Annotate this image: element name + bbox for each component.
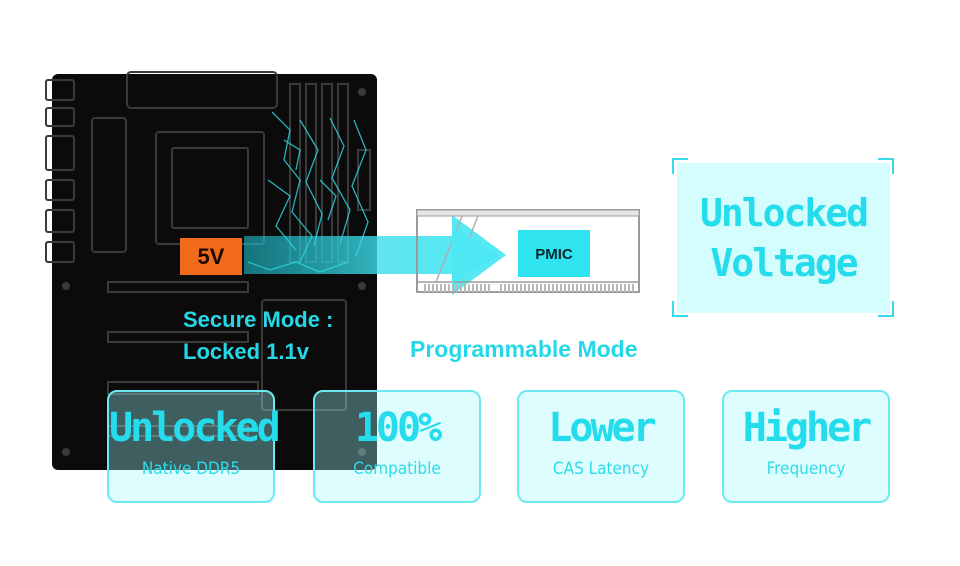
ram-pin xyxy=(628,284,630,292)
programmable-mode-label: Programmable Mode xyxy=(410,336,638,362)
ram-pin xyxy=(544,284,546,292)
ram-pin xyxy=(516,284,518,292)
feature-title: Higher xyxy=(742,405,873,451)
ram-pin xyxy=(504,284,506,292)
feature-title: Lower xyxy=(548,405,656,451)
ram-pin xyxy=(444,284,446,292)
ram-pin xyxy=(448,284,450,292)
ram-pin xyxy=(476,284,478,292)
ram-pin xyxy=(524,284,526,292)
feature-title: 100% xyxy=(354,405,442,451)
feature-subtitle: Compatible xyxy=(353,459,441,479)
ram-pin xyxy=(632,284,634,292)
frame-corner-top-left xyxy=(672,158,688,174)
frame-corner-top-right xyxy=(878,158,894,174)
feature-subtitle: CAS Latency xyxy=(552,459,650,479)
feature-cards: Unlocked Native DDR5 100% Compatible Low… xyxy=(107,390,894,505)
feature-card-higher-frequency: Higher Frequency xyxy=(722,390,890,503)
ram-pin xyxy=(572,284,574,292)
unlocked-voltage-line-2: Voltage xyxy=(710,241,858,285)
ram-pin xyxy=(428,284,430,292)
ram-pin xyxy=(612,284,614,292)
secure-mode-label: Secure Mode : Locked 1.1v xyxy=(183,304,333,368)
ram-pin xyxy=(508,284,510,292)
ram-pin xyxy=(592,284,594,292)
unlocked-voltage-box: Unlocked Voltage xyxy=(677,163,890,313)
ram-pin xyxy=(568,284,570,292)
secure-mode-line-1: Secure Mode : xyxy=(183,307,334,332)
unlocked-voltage-line-1: Unlocked xyxy=(699,191,869,235)
ram-pin xyxy=(608,284,610,292)
ram-pin xyxy=(564,284,566,292)
ram-pin xyxy=(624,284,626,292)
secure-mode-line-2: Locked 1.1v xyxy=(183,339,309,364)
ram-pin xyxy=(576,284,578,292)
ram-pin xyxy=(548,284,550,292)
ram-pin xyxy=(484,284,486,292)
frame-corner-bottom-right xyxy=(878,301,894,317)
ram-pin xyxy=(512,284,514,292)
ram-pin xyxy=(452,284,454,292)
pmic-label: PMIC xyxy=(535,246,573,263)
ram-pin xyxy=(528,284,530,292)
feature-title: Unlocked xyxy=(109,405,281,451)
ram-pin xyxy=(468,284,470,292)
feature-card-compatible: 100% Compatible xyxy=(313,390,481,503)
feature-subtitle: Frequency xyxy=(766,459,846,479)
ram-pin xyxy=(432,284,434,292)
ram-pin xyxy=(480,284,482,292)
feature-subtitle: Native DDR5 xyxy=(141,459,241,479)
ram-pins xyxy=(424,284,634,292)
ram-pin xyxy=(532,284,534,292)
ram-pin xyxy=(440,284,442,292)
ram-pin xyxy=(588,284,590,292)
ram-pin xyxy=(556,284,558,292)
feature-card-unlocked: Unlocked Native DDR5 xyxy=(107,390,281,503)
ram-pin xyxy=(620,284,622,292)
ram-pin xyxy=(536,284,538,292)
ram-pin xyxy=(464,284,466,292)
ram-pin xyxy=(560,284,562,292)
ram-module: PMIC xyxy=(416,209,640,293)
ram-pin xyxy=(456,284,458,292)
feature-card-lower-latency: Lower CAS Latency xyxy=(517,390,685,503)
ram-pin xyxy=(500,284,502,292)
ram-pin xyxy=(584,284,586,292)
ram-pin xyxy=(424,284,426,292)
ram-pin xyxy=(596,284,598,292)
ram-pin xyxy=(436,284,438,292)
ram-pin xyxy=(552,284,554,292)
ram-pin xyxy=(604,284,606,292)
ram-pin xyxy=(616,284,618,292)
ram-pin xyxy=(460,284,462,292)
frame-corner-bottom-left xyxy=(672,301,688,317)
ram-pin xyxy=(472,284,474,292)
ram-pin xyxy=(520,284,522,292)
ram-pin xyxy=(540,284,542,292)
voltage-badge: 5V xyxy=(180,238,242,275)
ram-pin xyxy=(580,284,582,292)
ram-pin xyxy=(488,284,490,292)
voltage-badge-label: 5V xyxy=(198,244,225,269)
ram-pin xyxy=(600,284,602,292)
